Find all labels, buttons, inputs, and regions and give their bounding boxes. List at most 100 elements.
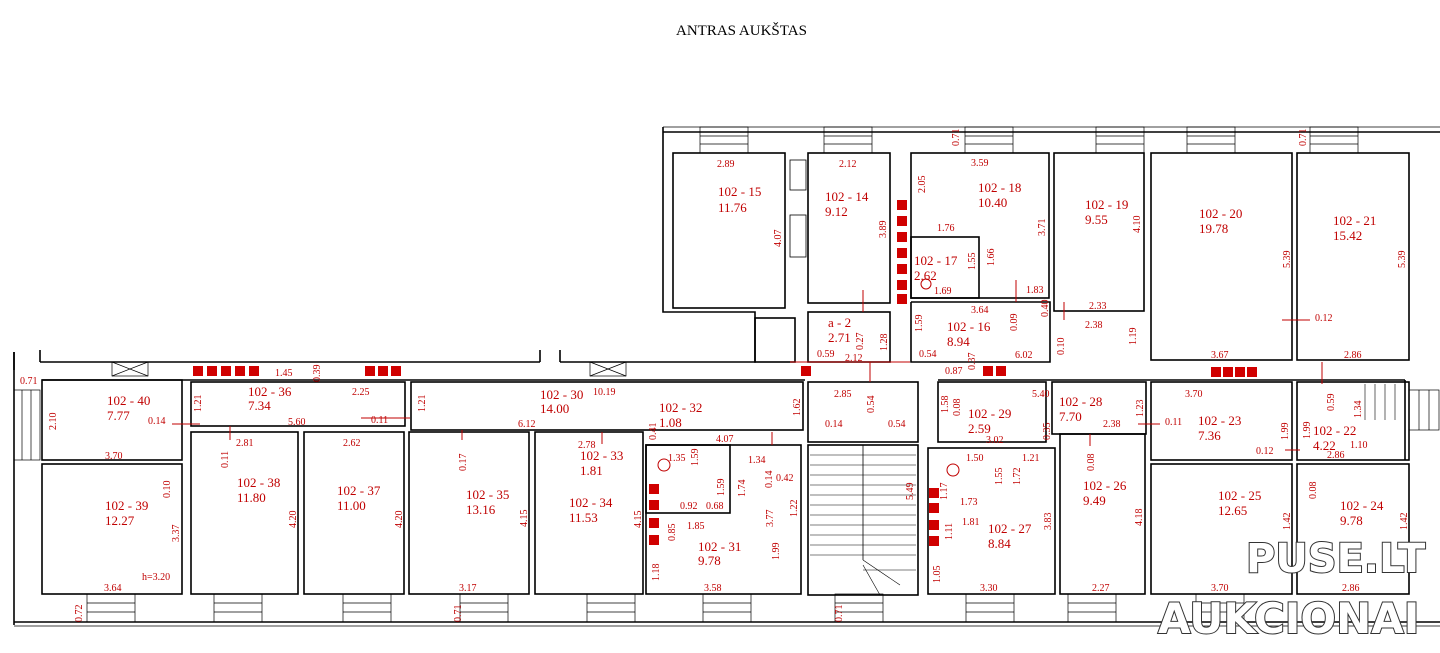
dimension: 0.85 <box>667 524 678 542</box>
dimension: 1.34 <box>748 455 766 466</box>
dimension: 1.22 <box>789 500 800 518</box>
dimension: 2.25 <box>352 387 370 398</box>
room-id: 102 - 15 <box>718 184 761 199</box>
room-id: 102 - 23 <box>1198 413 1241 428</box>
room-area: 2.71 <box>828 330 851 345</box>
dimension: 1.21 <box>417 395 428 413</box>
dimension: 2.12 <box>839 159 857 170</box>
room-id: 102 - 28 <box>1059 394 1102 409</box>
dimension: 0.40 <box>1040 300 1051 318</box>
flue-row-3 <box>801 366 1006 376</box>
room-id: 102 - 37 <box>337 483 381 498</box>
room-102-23: 102 - 237.36 <box>1198 413 1241 443</box>
dimension: 3.77 <box>765 510 776 528</box>
dimension: 1.05 <box>932 566 943 584</box>
watermark: PUSE.LT AUKCIONAI <box>1157 535 1427 644</box>
dimension: 0.14 <box>764 471 775 489</box>
dimension: 1.11 <box>944 523 955 540</box>
dimension: 3.17 <box>459 583 477 594</box>
room-area: 7.34 <box>248 398 271 413</box>
dimension: 1.42 <box>1399 513 1410 531</box>
room-area: 9.12 <box>825 204 848 219</box>
watermark-line-1: PUSE.LT <box>1246 536 1426 582</box>
room-area: 13.16 <box>466 502 496 517</box>
dimension: 2.89 <box>717 159 735 170</box>
room-102-33: 102 - 331.81 <box>580 448 623 478</box>
dimension: 4.07 <box>716 434 734 445</box>
room-area: 8.84 <box>988 536 1011 551</box>
room-id: 102 - 24 <box>1340 498 1384 513</box>
room-102-29: 102 - 292.59 <box>968 406 1011 436</box>
dimension: 1.74 <box>737 480 748 498</box>
room-102-27: 102 - 278.84 <box>988 521 1032 551</box>
dimension: 4.20 <box>394 511 405 529</box>
dimension: 1.28 <box>879 334 890 352</box>
dimension: 3.71 <box>1037 219 1048 237</box>
dimension: 1.10 <box>1350 440 1368 451</box>
room-area: 15.42 <box>1333 228 1362 243</box>
dimension: 5.39 <box>1397 251 1408 269</box>
room-id: 102 - 36 <box>248 384 292 399</box>
room-id: 102 - 33 <box>580 448 623 463</box>
room-id: 102 - 27 <box>988 521 1032 536</box>
room-id: 102 - 21 <box>1333 213 1376 228</box>
dimension: 0.08 <box>1308 482 1319 500</box>
dimension: 2.86 <box>1327 450 1345 461</box>
dimension: 1.23 <box>1135 400 1146 418</box>
dimension: 1.34 <box>1353 401 1364 419</box>
room-area: 12.65 <box>1218 503 1247 518</box>
room-area: 2.59 <box>968 421 991 436</box>
dimension: 3.70 <box>1211 583 1229 594</box>
dimension: h=3.20 <box>142 572 170 583</box>
dimension: 0.71 <box>1298 129 1309 147</box>
room-area: 11.76 <box>718 200 747 215</box>
room-area: 2.62 <box>914 268 937 283</box>
dimension: 0.14 <box>825 419 843 430</box>
dimension: 2.38 <box>1103 419 1121 430</box>
dimension: 0.08 <box>952 399 963 417</box>
room-id: 102 - 40 <box>107 393 150 408</box>
dimension: 4.20 <box>288 511 299 529</box>
room-102-19: 102 - 199.55 <box>1085 197 1128 227</box>
flue-column-2 <box>649 484 939 546</box>
room-area: 7.70 <box>1059 409 1082 424</box>
dimension: 3.02 <box>986 435 1004 446</box>
room-a-2: a - 22.71 <box>828 315 851 345</box>
dimension: 4.07 <box>773 230 784 248</box>
room-id: 102 - 17 <box>914 253 958 268</box>
dimension: 0.37 <box>967 353 978 371</box>
room-id: 102 - 38 <box>237 475 280 490</box>
dimension: 3.64 <box>971 305 989 316</box>
room-102-36: 102 - 367.34 <box>248 384 292 413</box>
room-102-28: 102 - 287.70 <box>1059 394 1102 424</box>
dimension: 0.14 <box>148 416 166 427</box>
dimension: 0.54 <box>888 419 906 430</box>
flue-row-1 <box>193 366 259 376</box>
dimension: 0.17 <box>458 454 469 472</box>
dimension: 2.27 <box>1092 583 1110 594</box>
room-102-16: 102 - 168.94 <box>947 319 991 349</box>
dimension: 0.71 <box>834 605 845 623</box>
room-id: 102 - 30 <box>540 387 583 402</box>
room-102-31: 102 - 319.78 <box>698 539 741 568</box>
room-id: 102 - 25 <box>1218 488 1261 503</box>
dimension: 4.15 <box>633 511 644 529</box>
room-id: 102 - 18 <box>978 180 1021 195</box>
dimension: 3.83 <box>1043 513 1054 531</box>
dimension: 4.10 <box>1132 216 1143 234</box>
room-id: 102 - 22 <box>1313 423 1356 438</box>
room-id: 102 - 20 <box>1199 206 1242 221</box>
room-area: 9.78 <box>698 553 721 568</box>
dimension: 1.99 <box>771 543 782 561</box>
dimension: 1.59 <box>690 449 701 467</box>
room-102-22: 102 - 224.22 <box>1313 423 1356 453</box>
watermark-line-2: AUKCIONAI <box>1158 594 1419 643</box>
room-102-40: 102 - 407.77 <box>107 393 150 423</box>
dimension: 1.21 <box>1022 453 1040 464</box>
dimension: 0.71 <box>453 605 464 623</box>
